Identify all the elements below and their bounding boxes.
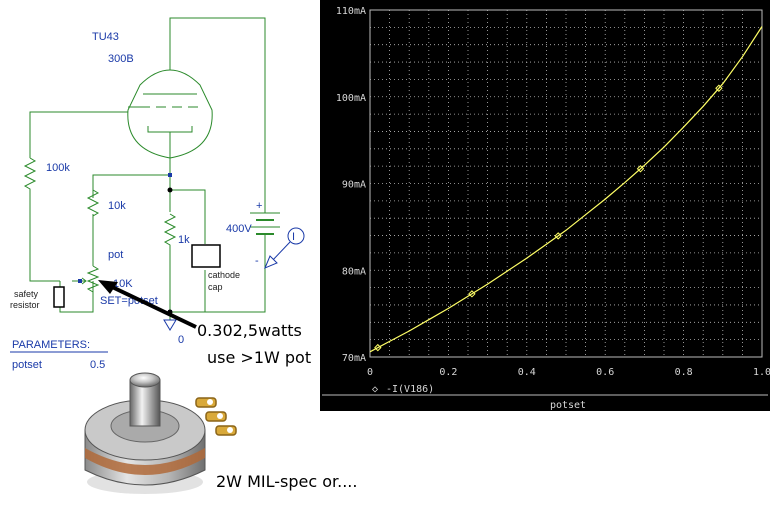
battery-plus: + — [256, 200, 262, 212]
plot-panel: 0 0.2 0.4 0.6 0.8 1.0 70mA 80mA 90mA 100mA 110mA ◇… — [320, 0, 770, 411]
param-name: potset — [12, 359, 42, 371]
x-tick-label: 0.6 — [596, 367, 614, 378]
trace-marker — [636, 165, 645, 173]
resistor-100k-label: 100k — [46, 162, 70, 174]
potentiometer — [86, 265, 100, 293]
trace-legend-marker: ◇ — [372, 384, 378, 395]
pot-advice-note: use >1W pot — [207, 348, 311, 367]
x-tick-label: 0.2 — [439, 367, 457, 378]
current-probe — [264, 227, 305, 269]
current-probe-label: I — [292, 231, 295, 243]
potentiometer-photo — [84, 372, 237, 494]
resistor-1k — [163, 213, 177, 250]
junction-dot — [167, 187, 173, 193]
resistor-100k — [23, 157, 37, 190]
trace-marker — [715, 84, 723, 92]
trace-marker — [468, 290, 476, 298]
x-tick-label: 0.4 — [518, 367, 536, 378]
y-tick-label: 80mA — [342, 266, 366, 277]
y-tick-label: 110mA — [336, 6, 366, 17]
safety-resistor — [53, 286, 65, 308]
resistor-10k — [86, 189, 100, 217]
photo-caption: 2W MIL-spec or.... — [216, 472, 357, 491]
safety-label-2: resistor — [10, 300, 40, 310]
pot-value-label: 10K — [113, 278, 133, 290]
annotation-arrow — [107, 283, 197, 329]
y-tick-label: 70mA — [342, 353, 366, 364]
cathode-cap-label-2: cap — [208, 282, 223, 292]
annotation-arrowhead — [98, 280, 118, 294]
ground-label: 0 — [178, 334, 184, 346]
annotations: 0.302,5watts use >1W pot — [98, 280, 311, 367]
x-tick-label: 0 — [367, 367, 373, 378]
x-tick-label: 0.8 — [675, 367, 693, 378]
trace-markers — [374, 84, 723, 352]
pot-label: pot — [108, 249, 123, 261]
plot-grid — [370, 10, 762, 357]
vacuum-tube — [127, 69, 213, 159]
resistor-10k-label: 10k — [108, 200, 126, 212]
safety-label-1: safety — [14, 289, 39, 299]
tube-type-label: 300B — [108, 53, 134, 65]
trace-marker — [374, 343, 382, 352]
battery-minus: - — [255, 255, 259, 267]
x-tick-label: 1.0 — [753, 367, 770, 378]
ground-icon — [163, 319, 177, 331]
y-tick-label: 100mA — [336, 93, 366, 104]
plot-background — [320, 0, 770, 411]
supply-voltage-label: 400V — [226, 223, 252, 235]
trace-line — [369, 26, 763, 353]
tube-name-label: TU43 — [92, 31, 119, 43]
resistor-1k-label: 1k — [178, 234, 190, 246]
y-tick-label: 90mA — [342, 180, 366, 191]
x-axis-label: potset — [550, 400, 586, 411]
plot-ticks: 0 0.2 0.4 0.6 0.8 1.0 70mA 80mA 90mA 100mA 110mA — [336, 6, 770, 378]
schematic: TU43 300B 100k 10k pot 10K SET=potset 1k… — [10, 17, 305, 371]
trace-legend-label: -I(V186) — [386, 384, 434, 395]
param-value: 0.5 — [90, 359, 105, 371]
cathode-capacitor — [191, 244, 221, 268]
pot-power-note: 0.302,5watts — [197, 321, 302, 340]
trace-marker — [554, 232, 562, 240]
battery-400v — [250, 205, 280, 250]
parameters-title: PARAMETERS: — [12, 339, 90, 351]
cathode-cap-label-1: cathode — [208, 270, 240, 280]
